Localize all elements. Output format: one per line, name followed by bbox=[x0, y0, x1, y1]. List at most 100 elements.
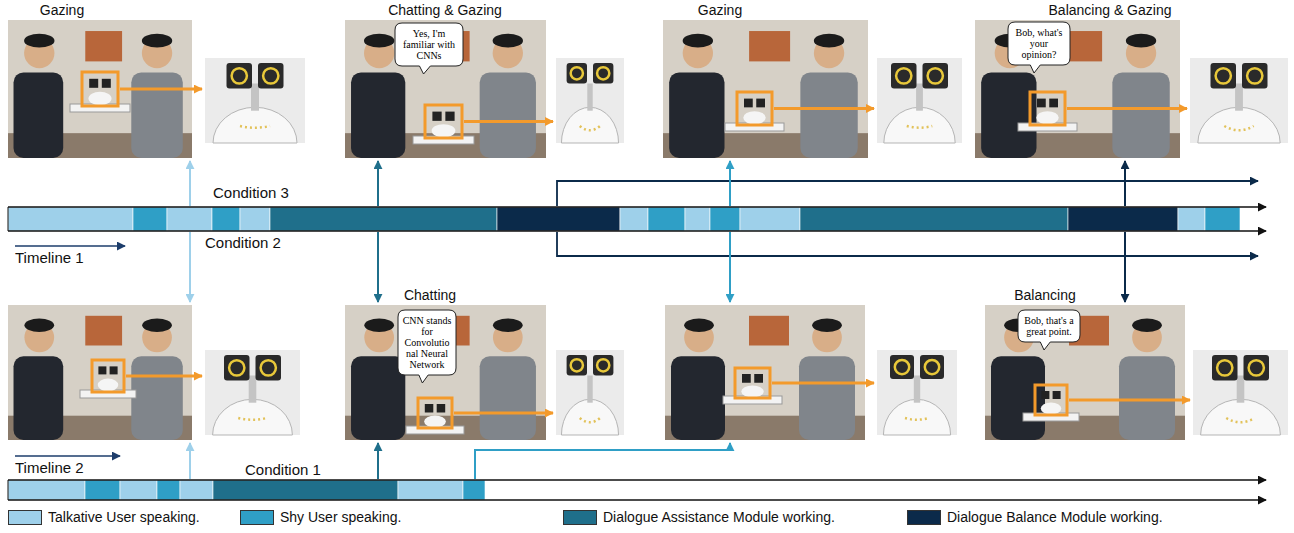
robot-dome bbox=[213, 399, 293, 435]
photo-illustration bbox=[345, 305, 546, 440]
legend-text: Dialogue Balance Module working. bbox=[947, 509, 1163, 525]
person-hair bbox=[683, 34, 713, 48]
robot-neck bbox=[587, 376, 592, 403]
robot-dome bbox=[561, 107, 618, 143]
mini-robot-dome bbox=[743, 111, 765, 124]
timeline-segment bbox=[1205, 207, 1240, 231]
person-hair bbox=[142, 34, 172, 48]
person-body bbox=[800, 72, 857, 158]
robot-closeup bbox=[205, 58, 305, 143]
panel-heading: Chatting & Gazing bbox=[388, 2, 502, 18]
person-body bbox=[991, 356, 1045, 440]
person-hair bbox=[814, 34, 844, 48]
robot-eye-ring bbox=[229, 360, 244, 375]
robot-mouth-lights bbox=[1226, 418, 1255, 422]
person-body bbox=[14, 72, 64, 158]
speech-bubble: Yes, I'm familiar with CNNs bbox=[395, 23, 463, 66]
panel-heading: Gazing bbox=[698, 2, 742, 18]
legend-item: Shy User speaking. bbox=[240, 508, 401, 526]
robot-eye bbox=[1244, 355, 1270, 381]
highlight-box bbox=[425, 105, 462, 138]
direction-arrow bbox=[15, 245, 125, 247]
closeup-background bbox=[556, 350, 624, 435]
mini-robot-eye bbox=[425, 404, 434, 413]
moment-pointer bbox=[475, 443, 730, 479]
label-anchor: Condition 1 bbox=[245, 462, 321, 478]
mini-robot-eye bbox=[98, 366, 106, 374]
robot-eye bbox=[891, 63, 917, 89]
timeline-segment bbox=[180, 480, 213, 500]
timeline-label: Timeline 1 bbox=[15, 250, 84, 266]
robot-mouth-lights bbox=[580, 126, 600, 130]
robot-dome bbox=[1198, 107, 1280, 143]
legend-item: Dialogue Balance Module working. bbox=[907, 508, 1163, 526]
robot-dome bbox=[561, 399, 618, 435]
person-hair bbox=[24, 319, 54, 333]
robot-closeup bbox=[1193, 350, 1288, 435]
robot-eye-ring bbox=[928, 68, 943, 83]
person-body bbox=[1112, 72, 1169, 158]
timeline-segment bbox=[240, 207, 270, 231]
timeline-segment bbox=[133, 207, 167, 231]
label-anchor: Timeline 2 bbox=[15, 460, 84, 476]
robot-eye-ring bbox=[261, 360, 276, 375]
timeline-segment bbox=[1068, 207, 1178, 231]
timeline-segment bbox=[1178, 207, 1205, 231]
speech-text: CNN stands for Convolutio nal Neural Net… bbox=[402, 315, 452, 370]
robot-eye-ring bbox=[895, 360, 909, 374]
person-hair bbox=[812, 319, 842, 333]
robot-eye bbox=[1212, 355, 1238, 381]
speech-text: Bob, what's your opinion? bbox=[1012, 27, 1066, 60]
robot-mouth-lights bbox=[580, 418, 600, 422]
robot-eye bbox=[1211, 63, 1237, 89]
zoom-arrow bbox=[454, 412, 553, 415]
mini-robot-dome bbox=[1036, 111, 1058, 124]
zoom-arrow bbox=[120, 88, 202, 91]
label-anchor: Condition 2 bbox=[205, 235, 281, 251]
timeline-label: Condition 1 bbox=[245, 462, 321, 478]
timeline-end bbox=[8, 480, 9, 500]
robot-neck bbox=[249, 376, 257, 403]
robot-closeup bbox=[1190, 58, 1288, 143]
moment-pointer bbox=[189, 443, 191, 479]
person-hair bbox=[142, 319, 172, 333]
photo-wall bbox=[665, 305, 865, 440]
photo-wall bbox=[663, 20, 868, 158]
legend-item: Talkative User speaking. bbox=[8, 508, 200, 526]
person-hair bbox=[364, 34, 394, 48]
robot-neck bbox=[914, 376, 920, 403]
speech-text: Bob, that's a great point. bbox=[1022, 315, 1076, 337]
robot-eye-ring bbox=[263, 68, 278, 83]
robot-closeup bbox=[556, 350, 624, 435]
photo-wall bbox=[345, 305, 546, 440]
zoom-arrow bbox=[1069, 399, 1190, 402]
robot-eye-ring bbox=[571, 359, 583, 371]
legend-swatch bbox=[907, 510, 941, 525]
mini-robot-eye bbox=[744, 99, 753, 108]
timeline-segment bbox=[710, 207, 740, 231]
bubble-shape bbox=[395, 23, 463, 74]
robot-mouth-lights bbox=[240, 126, 270, 128]
robot-eye bbox=[593, 355, 613, 375]
closeup-background bbox=[1193, 350, 1288, 435]
wall-painting bbox=[85, 316, 122, 346]
robot-eye-ring bbox=[597, 67, 609, 79]
robot-eye bbox=[256, 355, 282, 381]
robot-eye bbox=[224, 355, 250, 381]
mini-robot-eye bbox=[1053, 391, 1061, 399]
highlight-box bbox=[737, 92, 772, 125]
person-hair bbox=[24, 34, 54, 48]
robot-neck bbox=[587, 84, 592, 111]
panel-heading: Chatting bbox=[404, 287, 456, 303]
person-body bbox=[351, 72, 405, 158]
photo-panel: Balancing & GazingBob, what's your opini… bbox=[975, 20, 1180, 158]
robot-eye-ring bbox=[1217, 360, 1232, 375]
closeup-background bbox=[205, 58, 305, 143]
zoom-arrow bbox=[126, 375, 202, 378]
person-body bbox=[671, 356, 725, 440]
timeline-axis bbox=[8, 479, 1266, 481]
person-body bbox=[799, 356, 855, 440]
closeup-background bbox=[877, 350, 957, 435]
robot-neck bbox=[916, 84, 923, 111]
